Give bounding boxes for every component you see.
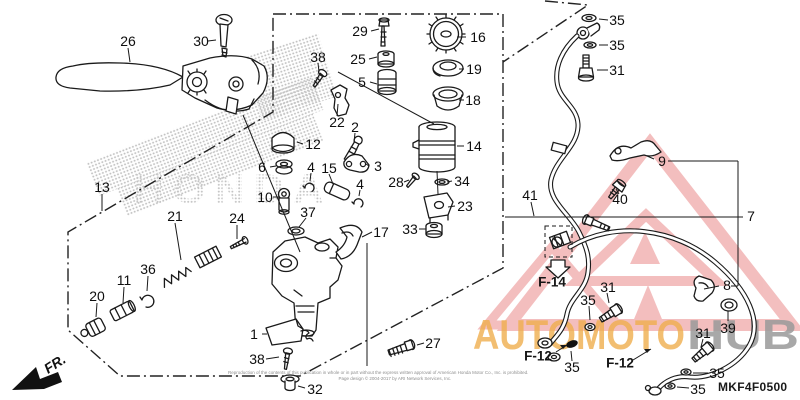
part-callout-41: 41: [522, 187, 538, 203]
part-callout-32: 32: [307, 381, 323, 397]
leader-lines: [95, 18, 743, 389]
part-upper-hose-fittings: [576, 13, 601, 82]
part-handlebar-clamp: [335, 224, 363, 260]
part-callout-29: 29: [352, 23, 368, 39]
part-callout-25: 25: [350, 51, 366, 67]
part-callout-30: 30: [193, 33, 209, 49]
part-callout-14: 14: [466, 138, 482, 154]
part-callout-8: 8: [723, 277, 731, 293]
part-callout-35: 35: [609, 12, 625, 28]
part-callout-31: 31: [609, 62, 625, 78]
reference-label-f-14: F-14: [538, 274, 566, 290]
diagram-parts: [55, 13, 757, 396]
part-callout-35: 35: [580, 292, 596, 308]
part-callout-35: 35: [609, 37, 625, 53]
part-callout-37: 37: [300, 204, 316, 220]
part-callout-17: 17: [373, 224, 389, 240]
honda-background-word: HONDA: [134, 165, 333, 212]
copyright-line-2: Page design © 2004-2017 by ARI Network S…: [339, 375, 452, 381]
part-callout-4: 4: [356, 176, 364, 192]
part-mount-bolt: [387, 339, 416, 358]
copyright-text: Reproduction of the contents of this pub…: [228, 370, 528, 381]
part-lever-pivot-bolt: [215, 13, 233, 58]
reference-label-f-12: F-12: [606, 355, 634, 371]
part-callout-2: 2: [351, 119, 359, 135]
part-reservoir-screws: [377, 17, 397, 96]
part-callout-11: 11: [116, 272, 132, 288]
part-callout-5: 5: [358, 74, 366, 90]
part-callout-20: 20: [89, 288, 105, 304]
part-callout-13: 13: [94, 179, 110, 195]
automotohub-wordmark: AUTOMOTO HUB: [473, 311, 799, 358]
reference-box-f14: [544, 225, 573, 279]
part-diaphragm-plate: [432, 59, 464, 77]
part-pushrod-group: [271, 131, 370, 215]
part-callout-6: 6: [258, 159, 266, 175]
part-callout-9: 9: [658, 153, 666, 169]
part-callout-15: 15: [321, 160, 337, 176]
part-brake-switch: [265, 318, 314, 392]
part-callout-18: 18: [465, 92, 481, 108]
part-callout-7: 7: [747, 208, 755, 224]
part-callout-22: 22: [329, 114, 345, 130]
part-callout-35: 35: [690, 381, 706, 397]
reference-label-f-12: F-12: [524, 348, 552, 364]
part-callout-34: 34: [454, 173, 470, 189]
part-callout-24: 24: [229, 210, 245, 226]
part-callout-40: 40: [612, 191, 628, 207]
part-master-cylinder-body: [271, 236, 343, 337]
part-callout-1: 1: [250, 326, 258, 342]
part-callout-38: 38: [249, 351, 265, 367]
part-callout-27: 27: [425, 335, 441, 351]
part-callout-35: 35: [709, 365, 725, 381]
part-callout-21: 21: [167, 208, 183, 224]
part-callout-12: 12: [305, 136, 321, 152]
part-callout-36: 36: [140, 261, 156, 277]
part-lever-switch-bracket: [312, 68, 350, 117]
part-callout-3: 3: [374, 158, 382, 174]
part-callout-31: 31: [600, 279, 616, 295]
part-callout-4: 4: [307, 159, 315, 175]
part-callout-39: 39: [720, 320, 736, 336]
part-callout-16: 16: [470, 29, 486, 45]
part-callout-19: 19: [466, 61, 482, 77]
part-callout-26: 26: [120, 33, 136, 49]
part-callout-35: 35: [564, 359, 580, 375]
diagram-code: MKF4F0500: [718, 380, 788, 394]
section-boundary: [67, 0, 591, 377]
part-callout-33: 33: [402, 221, 418, 237]
part-diaphragm: [432, 86, 464, 111]
part-callout-38: 38: [310, 49, 326, 65]
part-callout-28: 28: [388, 174, 404, 190]
part-brake-lever: [55, 55, 268, 115]
part-lower-banjo-hardware: [598, 303, 715, 390]
part-reservoir-cap: [426, 14, 466, 54]
halftone-watermark: HONDA: [86, 33, 339, 217]
part-piston-kit: [80, 235, 249, 338]
part-callout-31: 31: [695, 325, 711, 341]
part-callout-23: 23: [457, 198, 473, 214]
part-callout-10: 10: [257, 189, 273, 205]
copyright-line-1: Reproduction of the contents of this pub…: [228, 370, 528, 375]
